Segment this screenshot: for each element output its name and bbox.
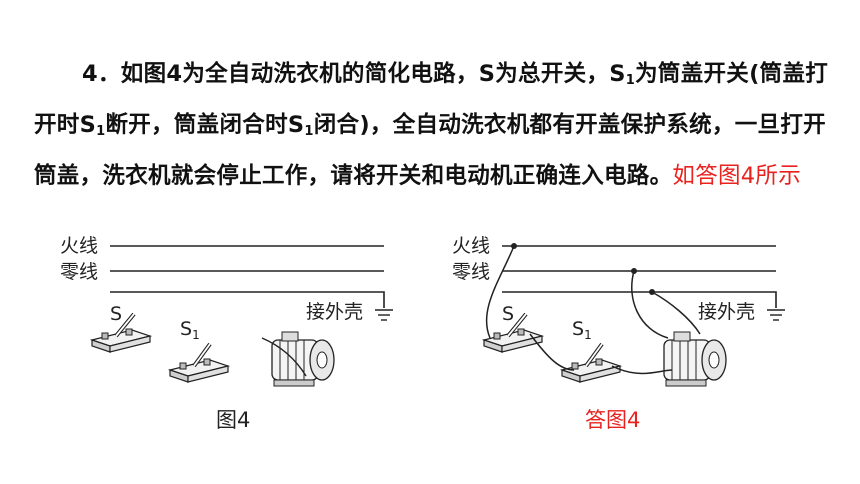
figure-left: 火线 零线 接外壳 S S1 bbox=[60, 235, 393, 387]
answer-text: 如答图4所示 bbox=[672, 163, 802, 189]
switch-s1-label: S1 bbox=[572, 318, 592, 342]
switch-s1 bbox=[561, 342, 621, 383]
switch-s-label: S bbox=[110, 303, 122, 325]
ground-wire bbox=[110, 291, 385, 308]
circuit-figures: 火线 零线 接外壳 S S1 火线 零线 bbox=[60, 235, 785, 387]
neutral-wire-label: 零线 bbox=[452, 261, 490, 283]
wire-live-to-s bbox=[485, 245, 515, 339]
ground-icon bbox=[375, 309, 393, 321]
neutral-wire-label: 零线 bbox=[60, 261, 98, 283]
ground-label: 接外壳 bbox=[698, 301, 755, 323]
question-number: 4． bbox=[82, 61, 121, 87]
switch-s bbox=[91, 312, 151, 353]
motor-lead bbox=[261, 337, 307, 377]
motor-icon bbox=[271, 331, 335, 387]
figure-right: 火线 零线 接外壳 S S1 bbox=[452, 235, 785, 387]
wire-neutral-to-motor bbox=[631, 270, 669, 339]
question-text: 4．如图4为全自动洗衣机的简化电路，S为总开关，S1为筒盖开关(筒盖打开时S1断… bbox=[34, 61, 829, 189]
switch-s1-label: S1 bbox=[180, 318, 200, 342]
ground-label: 接外壳 bbox=[306, 301, 363, 323]
live-wire-label: 火线 bbox=[452, 235, 490, 257]
wire-ground-to-casing bbox=[651, 291, 701, 335]
ground-wire bbox=[502, 291, 777, 308]
switch-s1 bbox=[169, 342, 229, 383]
motor-icon bbox=[663, 331, 727, 387]
ground-icon bbox=[767, 309, 785, 321]
switch-s bbox=[483, 312, 543, 353]
figure-caption-right: 答图4 bbox=[585, 408, 641, 432]
wire-s1-to-motor bbox=[611, 365, 673, 375]
switch-s-label: S bbox=[502, 303, 514, 325]
live-wire-label: 火线 bbox=[60, 235, 98, 257]
wire-s-to-s1 bbox=[529, 333, 575, 371]
figure-caption-left: 图4 bbox=[216, 408, 251, 432]
